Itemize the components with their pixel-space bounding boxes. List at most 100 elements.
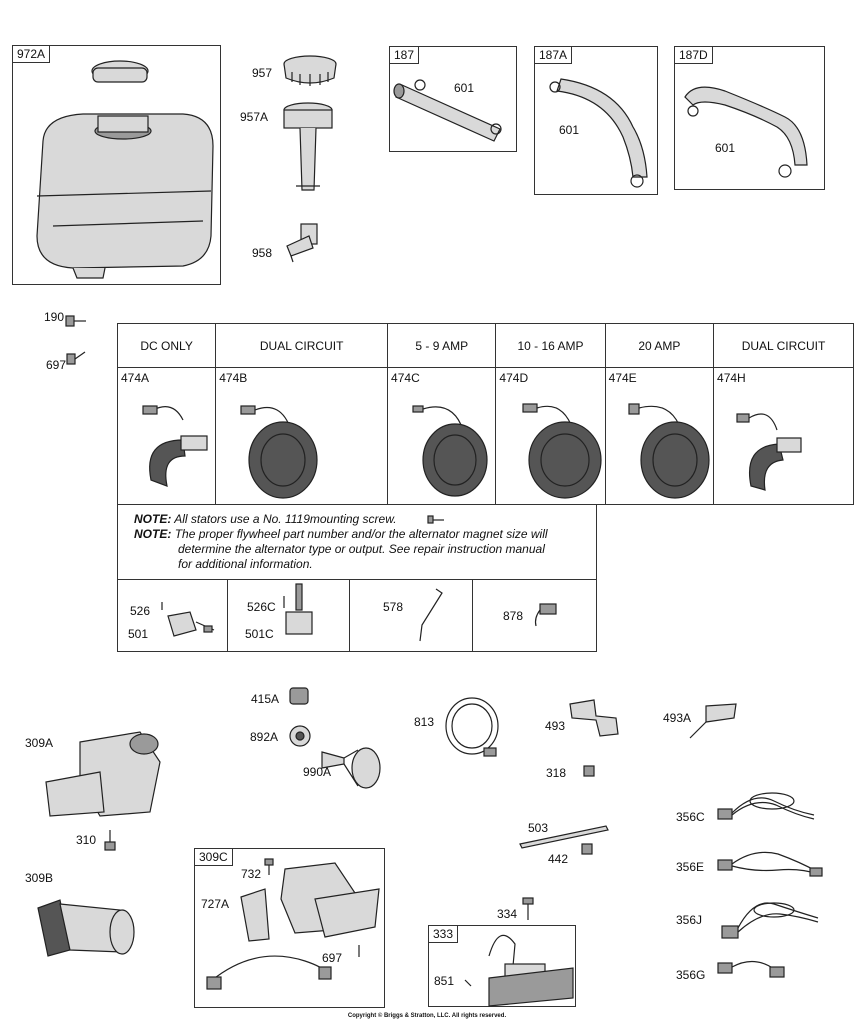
ring-stator-icon (412, 405, 488, 497)
part-label-697-kit: 697 (322, 951, 343, 965)
stator-cell-474C: 474C (387, 367, 497, 505)
stator-cell-474A: 474A (116, 367, 217, 505)
curved-hose-icon (549, 78, 648, 188)
part-tag-187A: 187A (535, 47, 573, 64)
part-tag-972A: 972A (13, 46, 51, 63)
key-switch-icon (289, 725, 311, 747)
ring-stator-icon (628, 403, 710, 499)
part-label-334: 334 (497, 907, 518, 921)
stator-header: DUAL CIRCUIT (215, 323, 389, 368)
fuel-line-panel-187A: 187A 601 (534, 46, 658, 195)
link-plate-icon (519, 825, 609, 849)
part-label-310: 310 (76, 833, 97, 847)
part-label-493A: 493A (663, 711, 692, 725)
wire-harness-icon (717, 960, 785, 978)
stator-header: DC ONLY (116, 323, 217, 368)
note-2-line-3: for additional information. (178, 557, 313, 571)
part-tag-333: 333 (429, 926, 459, 943)
part-tag-187D: 187D (675, 47, 713, 64)
fuel-line-panel-187: 187 601 (389, 46, 517, 152)
part-label-309A: 309A (25, 736, 54, 750)
part-label-851: 851 (434, 974, 455, 988)
note-2-line-1: The proper flywheel part number and/or t… (174, 527, 548, 541)
stator-cell-474E: 474E (604, 367, 715, 505)
part-label-501C: 501C (245, 627, 274, 641)
ring-stator-icon (522, 403, 603, 499)
half-stator-icon (736, 413, 802, 491)
starter-kit-illustration (206, 858, 380, 990)
rectifier-icon (161, 602, 215, 637)
part-label-415A: 415A (251, 692, 280, 706)
band-clamp-icon (445, 697, 499, 757)
copyright-notice: Copyright © Briggs & Stratton, LLC. All … (347, 1013, 507, 1019)
bent-hose-icon (684, 86, 808, 178)
fuel-cap-icon (283, 55, 337, 86)
stator-code: 474H (717, 371, 746, 385)
stator-code: 474C (391, 371, 420, 385)
part-label-526: 526 (130, 604, 151, 618)
part-tag-187: 187 (390, 47, 420, 64)
bracket-icon (569, 699, 619, 737)
part-label-957: 957 (252, 66, 273, 80)
part-label-727A: 727A (201, 897, 230, 911)
stator-code: 474B (219, 371, 248, 385)
part-label-957A: 957A (240, 110, 269, 124)
regulator-icon (283, 583, 313, 635)
parts-row-panel (117, 579, 597, 652)
fuel-line-panel-187D: 187D 601 (674, 46, 825, 190)
part-label-190: 190 (44, 310, 65, 324)
stator-cell-474H: 474H (713, 367, 854, 505)
half-stator-icon (142, 405, 208, 487)
fuel-tank-panel: 972A (12, 45, 221, 285)
wire-harness-icon (721, 902, 819, 939)
stator-cell-474D: 474D (495, 367, 606, 505)
bolt-icon (581, 843, 593, 855)
note-label: NOTE: (134, 512, 172, 526)
connector-icon (534, 603, 557, 627)
fuel-valve-icon (286, 223, 318, 263)
wire-harness-icon (717, 792, 815, 820)
wire-harness-icon (717, 851, 823, 877)
part-label-503: 503 (528, 821, 549, 835)
part-label-356G: 356G (676, 968, 706, 982)
bolt-icon (583, 765, 595, 777)
fuel-hose-icon (393, 79, 502, 142)
ignition-coil-panel-333: 333 851 (428, 925, 576, 1007)
part-label-356J: 356J (676, 913, 703, 927)
notes-text: NOTE: All stators use a No. 1119mounting… (134, 512, 548, 572)
bracket-icon (689, 703, 737, 739)
stator-code: 474E (608, 371, 637, 385)
starter-motor-icon (37, 899, 135, 957)
part-label-878: 878 (503, 609, 524, 623)
stator-header: 10 - 16 AMP (495, 323, 606, 368)
part-label-958: 958 (252, 246, 273, 260)
part-label-526C: 526C (247, 600, 276, 614)
stator-cell-474B: 474B (215, 367, 389, 505)
starter-kit-panel-309C: 309C 732 727A 697 (194, 848, 385, 1008)
part-label-501: 501 (128, 627, 149, 641)
stator-code: 474A (121, 371, 150, 385)
part-label-732: 732 (241, 867, 262, 881)
part-label-601-187A: 601 (559, 123, 580, 137)
horn-icon (321, 747, 381, 789)
stator-header: 20 AMP (604, 323, 715, 368)
stator-header: 5 - 9 AMP (387, 323, 497, 368)
part-label-356E: 356E (676, 860, 705, 874)
ignition-coil-icon (464, 934, 574, 1007)
dipstick-cap-icon (283, 102, 333, 191)
stator-header: DUAL CIRCUIT (713, 323, 854, 368)
part-label-309B: 309B (25, 871, 54, 885)
bolt-icon (104, 830, 116, 851)
part-label-318: 318 (546, 766, 567, 780)
part-label-493: 493 (545, 719, 566, 733)
part-label-990A: 990A (303, 765, 332, 779)
part-label-356C: 356C (676, 810, 705, 824)
note-label: NOTE: (134, 527, 172, 541)
note-1: All stators use a No. 1119mounting screw… (174, 512, 397, 526)
screw-icon (65, 315, 86, 327)
part-label-601-187D: 601 (715, 141, 736, 155)
part-label-601-187: 601 (454, 81, 475, 95)
part-tag-309C: 309C (195, 849, 233, 866)
part-label-697-top: 697 (46, 358, 67, 372)
mounting-screw-icon (427, 515, 444, 524)
